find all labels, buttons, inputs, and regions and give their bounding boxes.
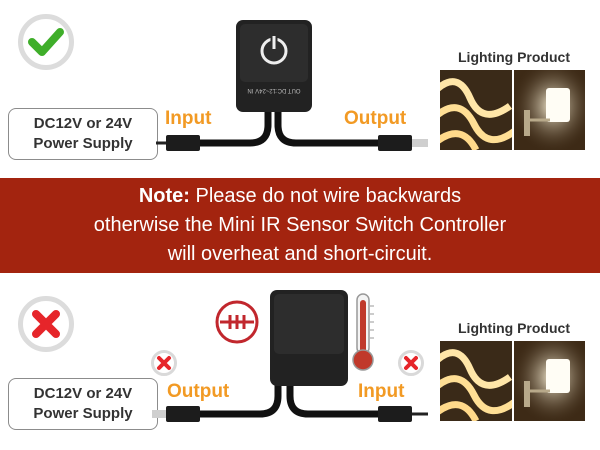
lighting-product-title-bottom: Lighting Product	[458, 320, 570, 336]
note-bold-label: Note:	[138, 185, 190, 207]
led-strip-image	[440, 70, 512, 150]
output-label: Output	[344, 108, 407, 129]
cross-icon	[32, 310, 60, 338]
note-line-3: will overheat and short-circuit.	[167, 243, 433, 265]
supply-line-2: Power Supply	[33, 135, 133, 152]
output-wrong-badge-icon	[151, 350, 177, 376]
controller-wiring-bottom	[152, 290, 428, 422]
checkmark-icon	[28, 28, 64, 56]
right-dc-connector	[378, 135, 412, 151]
supply-line-1: DC12V or 24V	[33, 385, 133, 402]
power-supply-box-bottom: DC12V or 24V Power Supply	[8, 378, 158, 430]
input-wrong-badge-icon	[398, 350, 424, 376]
note-line-1: Note: Please do not wire backwards	[139, 182, 461, 211]
power-supply-box: DC12V or 24V Power Supply	[8, 108, 158, 160]
output-label-wrong: Output	[167, 381, 230, 402]
led-strip-image	[440, 341, 512, 421]
short-circuit-icon	[215, 300, 259, 344]
wall-lamp-image	[514, 341, 585, 421]
input-label-wrong: Input	[358, 381, 405, 402]
input-label: Input	[165, 108, 212, 129]
wrong-status-icon	[18, 296, 74, 352]
left-dc-connector	[166, 406, 200, 422]
lighting-product-photo	[440, 70, 585, 150]
right-dc-connector	[378, 406, 412, 422]
left-dc-connector	[166, 135, 200, 151]
supply-line-1: DC12V or 24V	[33, 115, 133, 132]
warning-note-banner: Note: Please do not wire backwards other…	[0, 178, 600, 273]
note-text-1: Please do not wire backwards	[195, 185, 462, 207]
controller-wiring-top: OUT DC:12~24V IN	[156, 20, 428, 151]
thermometer-icon	[352, 293, 374, 371]
lighting-product-title: Lighting Product	[458, 49, 570, 65]
svg-text:OUT DC:12~24V IN: OUT DC:12~24V IN	[247, 87, 300, 93]
lighting-product-photo-bottom	[440, 341, 585, 421]
correct-status-icon	[18, 14, 74, 70]
note-line-2: otherwise the Mini IR Sensor Switch Cont…	[93, 214, 507, 236]
wall-lamp-image	[514, 70, 585, 150]
supply-line-2: Power Supply	[33, 405, 133, 422]
